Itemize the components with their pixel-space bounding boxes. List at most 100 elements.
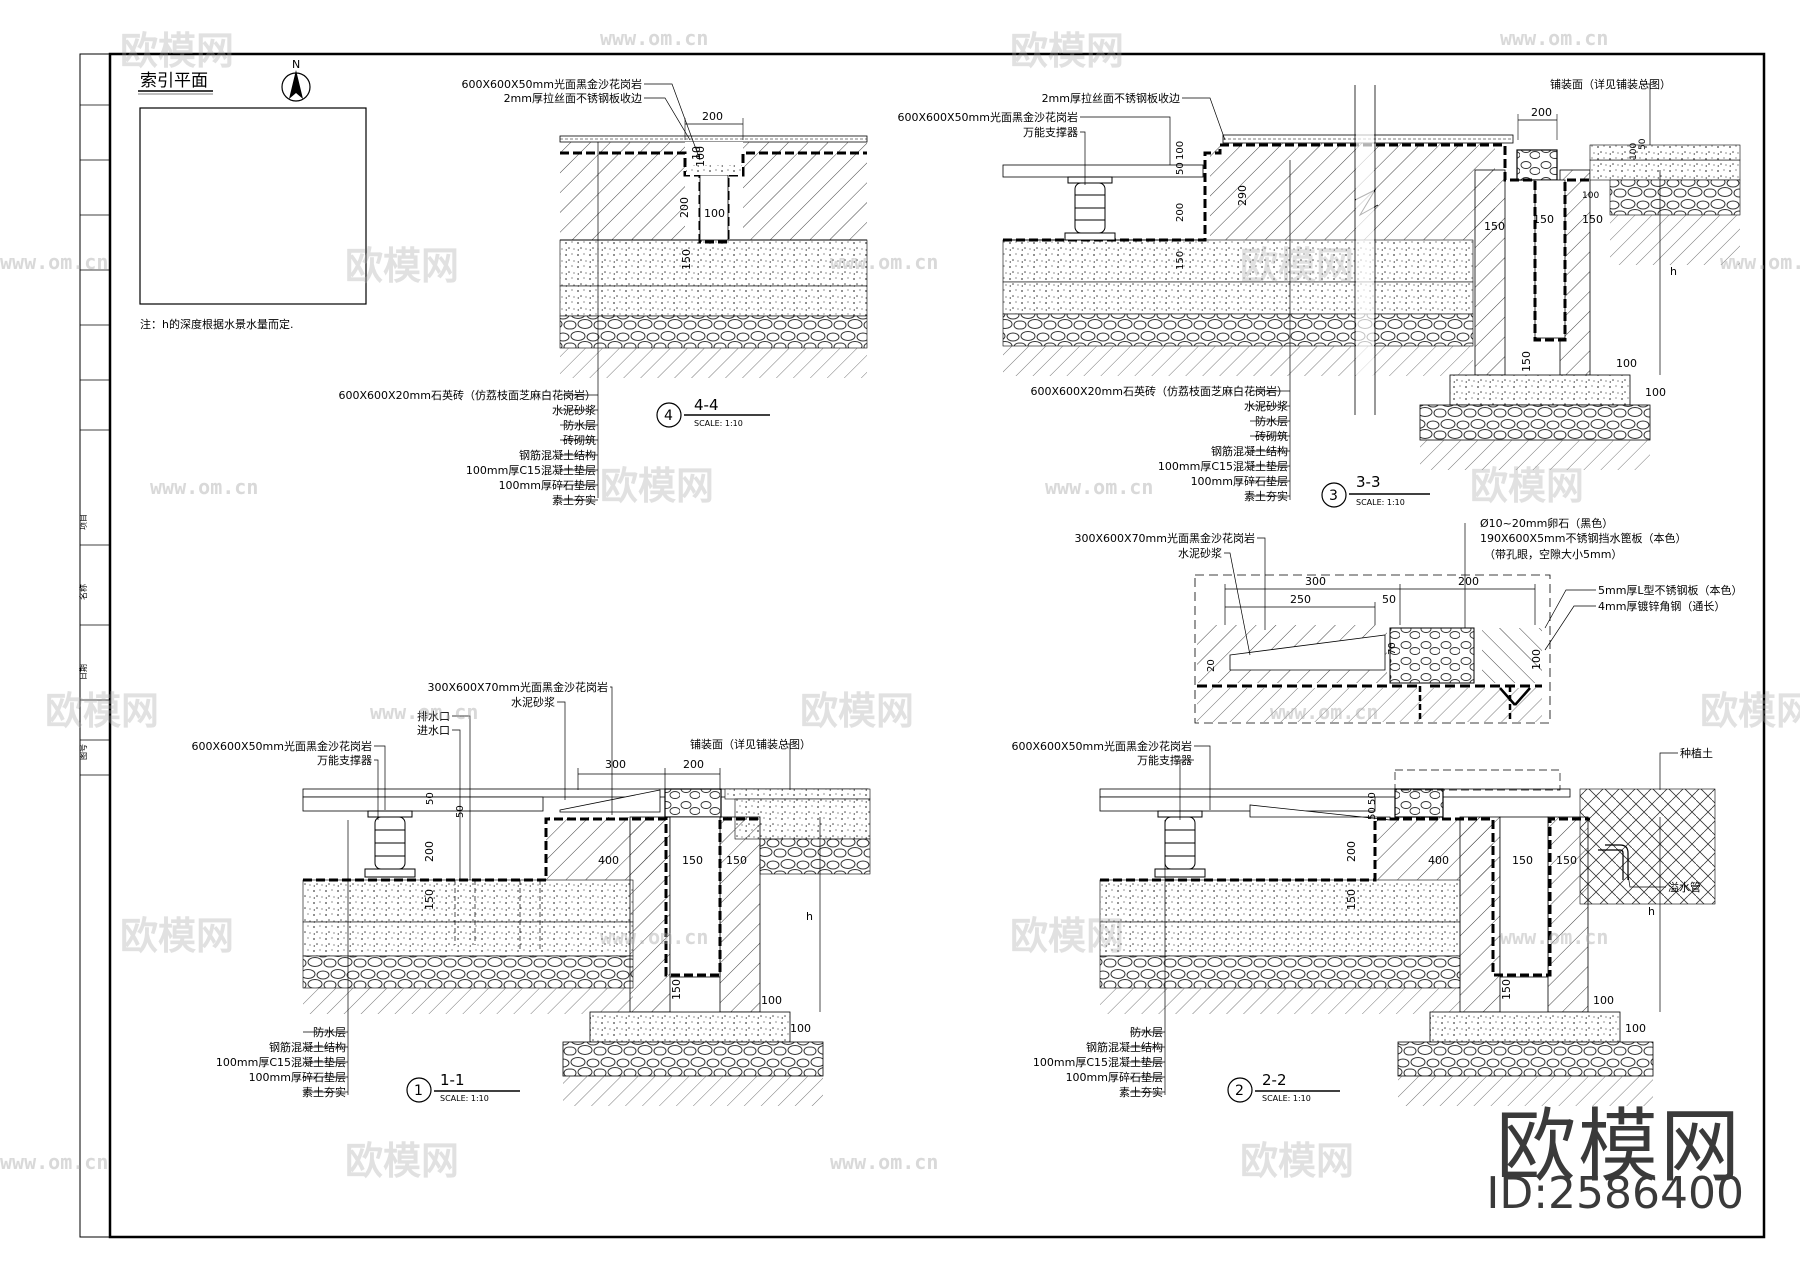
layer-label: 100mm厚C15混凝土垫层 bbox=[1033, 1055, 1163, 1069]
index-plan-title: 索引平面 bbox=[140, 71, 208, 91]
dimension-label: 100 bbox=[1175, 141, 1186, 160]
north-arrow-icon: N bbox=[281, 58, 311, 102]
title-block-text: 名称 bbox=[78, 584, 88, 600]
dimension-label: h bbox=[1670, 265, 1677, 278]
layer-label: 600X600X20mm石英砖（仿荔枝面芝麻白花岗岩） bbox=[339, 388, 597, 402]
layer-label: 100mm厚C15混凝土垫层 bbox=[1158, 459, 1288, 473]
dimension-label: 150 bbox=[1345, 889, 1358, 910]
dimension-label: 50 bbox=[1367, 807, 1378, 820]
dimension-label: 200 bbox=[423, 841, 436, 862]
dimension-label: 300 bbox=[1305, 575, 1326, 588]
dimension-label: 100 bbox=[1625, 1022, 1646, 1035]
dimension-label: 300 bbox=[605, 758, 626, 771]
overflow-detail: 300 250 50 200 70 20 100 300X600X70mm光面黑… bbox=[1075, 516, 1743, 724]
dimension-label: 70 bbox=[1387, 642, 1398, 655]
material-label: 600X600X50mm光面黑金沙花岗岩 bbox=[462, 77, 643, 91]
layer-label: 100mm厚碎石垫层 bbox=[1191, 474, 1288, 488]
dimension-label: 50 bbox=[1175, 162, 1186, 175]
material-label: 万能支撑器 bbox=[317, 753, 372, 767]
north-label: N bbox=[292, 58, 300, 71]
material-label: 水泥砂浆 bbox=[1178, 546, 1222, 560]
material-label: 水泥砂浆 bbox=[511, 695, 555, 709]
material-label: 4mm厚镀锌角钢（通长） bbox=[1598, 599, 1725, 613]
layer-label: 100mm厚C15混凝土垫层 bbox=[216, 1055, 346, 1069]
section-3-3: 200 100 50 200 150 290 150 150 150 100 1… bbox=[898, 77, 1741, 508]
dimension-label: h bbox=[806, 910, 813, 923]
dimension-label: 50 bbox=[1638, 138, 1648, 150]
dimension-label: 100 bbox=[1530, 649, 1543, 670]
material-label: 600X600X50mm光面黑金沙花岗岩 bbox=[1012, 739, 1193, 753]
dimension-label: 200 bbox=[1175, 203, 1186, 222]
material-label: 种植土 bbox=[1680, 746, 1713, 760]
dimension-label: 50 bbox=[1382, 593, 1396, 606]
layer-label: 钢筋混凝土结构 bbox=[1086, 1040, 1163, 1054]
section-scale: SCALE: 1:10 bbox=[440, 1094, 489, 1103]
section-number: 3 bbox=[1329, 488, 1338, 504]
material-label: 溢水管 bbox=[1668, 880, 1701, 894]
dimension-label: 100 bbox=[1629, 143, 1639, 160]
layer-label: 100mm厚碎石垫层 bbox=[499, 478, 596, 492]
material-label: 600X600X50mm光面黑金沙花岗岩 bbox=[192, 739, 373, 753]
dimension-label: 290 bbox=[1236, 185, 1249, 206]
dimension-label: 100 bbox=[761, 994, 782, 1007]
material-label: 铺装面（详见铺装总图） bbox=[1550, 77, 1671, 91]
dimension-label: 100 bbox=[1645, 386, 1666, 399]
dimension-label: 400 bbox=[1428, 854, 1449, 867]
section-name: 4-4 bbox=[694, 396, 719, 414]
brand-id: ID:2586400 bbox=[1486, 1168, 1744, 1219]
title-block-text: 日期 bbox=[79, 664, 88, 680]
dimension-label: 20 bbox=[1206, 659, 1217, 672]
material-label: 300X600X70mm光面黑金沙花岗岩 bbox=[1075, 531, 1256, 545]
layer-label: 100mm厚C15混凝土垫层 bbox=[466, 463, 596, 477]
section-name: 1-1 bbox=[440, 1071, 465, 1089]
material-label: 190X600X5mm不锈钢挡水篦板（本色） bbox=[1480, 531, 1687, 545]
dimension-label: h bbox=[1648, 905, 1655, 918]
title-block-text: 项目 bbox=[79, 514, 88, 530]
dimension-label: 100 bbox=[790, 1022, 811, 1035]
dimension-label: 50 bbox=[455, 805, 466, 818]
section-number: 2 bbox=[1235, 1083, 1244, 1099]
dimension-label: 150 bbox=[1520, 351, 1533, 372]
dimension-label: 200 bbox=[683, 758, 704, 771]
dimension-label: 150 bbox=[1512, 854, 1533, 867]
dimension-label: 100 bbox=[694, 146, 707, 167]
index-plan-note: 注：h的深度根据水景水量而定. bbox=[140, 317, 293, 331]
dimension-label: 200 bbox=[1458, 575, 1479, 588]
dimension-label: 100 bbox=[1593, 994, 1614, 1007]
material-label: 600X600X50mm光面黑金沙花岗岩 bbox=[898, 110, 1079, 124]
index-plan-frame bbox=[139, 107, 367, 305]
section-scale: SCALE: 1:10 bbox=[694, 419, 743, 428]
dimension-label: 150 bbox=[680, 249, 693, 270]
dimension-label: 50 bbox=[1367, 792, 1378, 805]
section-1-1: 300 200 50 50 200 150 400 150 150 100 h … bbox=[192, 680, 871, 1106]
support-pedestal-icon bbox=[1154, 810, 1206, 878]
dimension-label: 200 bbox=[1531, 106, 1552, 119]
dimension-label: 100 bbox=[1616, 357, 1637, 370]
support-pedestal-icon bbox=[364, 810, 416, 878]
dimension-label: 150 bbox=[1500, 979, 1513, 1000]
section-name: 3-3 bbox=[1356, 473, 1381, 491]
material-label: 进水口 bbox=[417, 724, 450, 737]
layer-label: 钢筋混凝土结构 bbox=[1211, 444, 1288, 458]
dimension-label: 10 bbox=[690, 146, 703, 160]
dimension-label: 150 bbox=[1582, 213, 1603, 226]
brand-logo: 欧模网 bbox=[1496, 1100, 1742, 1193]
index-plan: 索引平面 注：h的深度根据水景水量而定. N bbox=[138, 58, 367, 331]
layer-label: 100mm厚碎石垫层 bbox=[249, 1070, 346, 1084]
dimension-label: 150 bbox=[1556, 854, 1577, 867]
section-4-4: 200 100 10 200 100 150 600X600X20mm石英砖（仿… bbox=[339, 77, 868, 507]
material-label: 5mm厚L型不锈钢板（本色） bbox=[1598, 583, 1743, 597]
dimension-label: 150 bbox=[423, 889, 436, 910]
section-name: 2-2 bbox=[1262, 1071, 1287, 1089]
dimension-label: 150 bbox=[1175, 251, 1186, 270]
dimension-label: 150 bbox=[1533, 213, 1554, 226]
material-label: 万能支撑器 bbox=[1023, 125, 1078, 139]
title-block-text: 图号 bbox=[79, 744, 88, 760]
dimension-label: 250 bbox=[1290, 593, 1311, 606]
dimension-label: 400 bbox=[598, 854, 619, 867]
dimension-label: 200 bbox=[1345, 841, 1358, 862]
material-label: 2mm厚拉丝面不锈钢板收边 bbox=[1042, 91, 1180, 105]
section-number: 4 bbox=[664, 408, 673, 424]
dimension-label: 150 bbox=[670, 979, 683, 1000]
